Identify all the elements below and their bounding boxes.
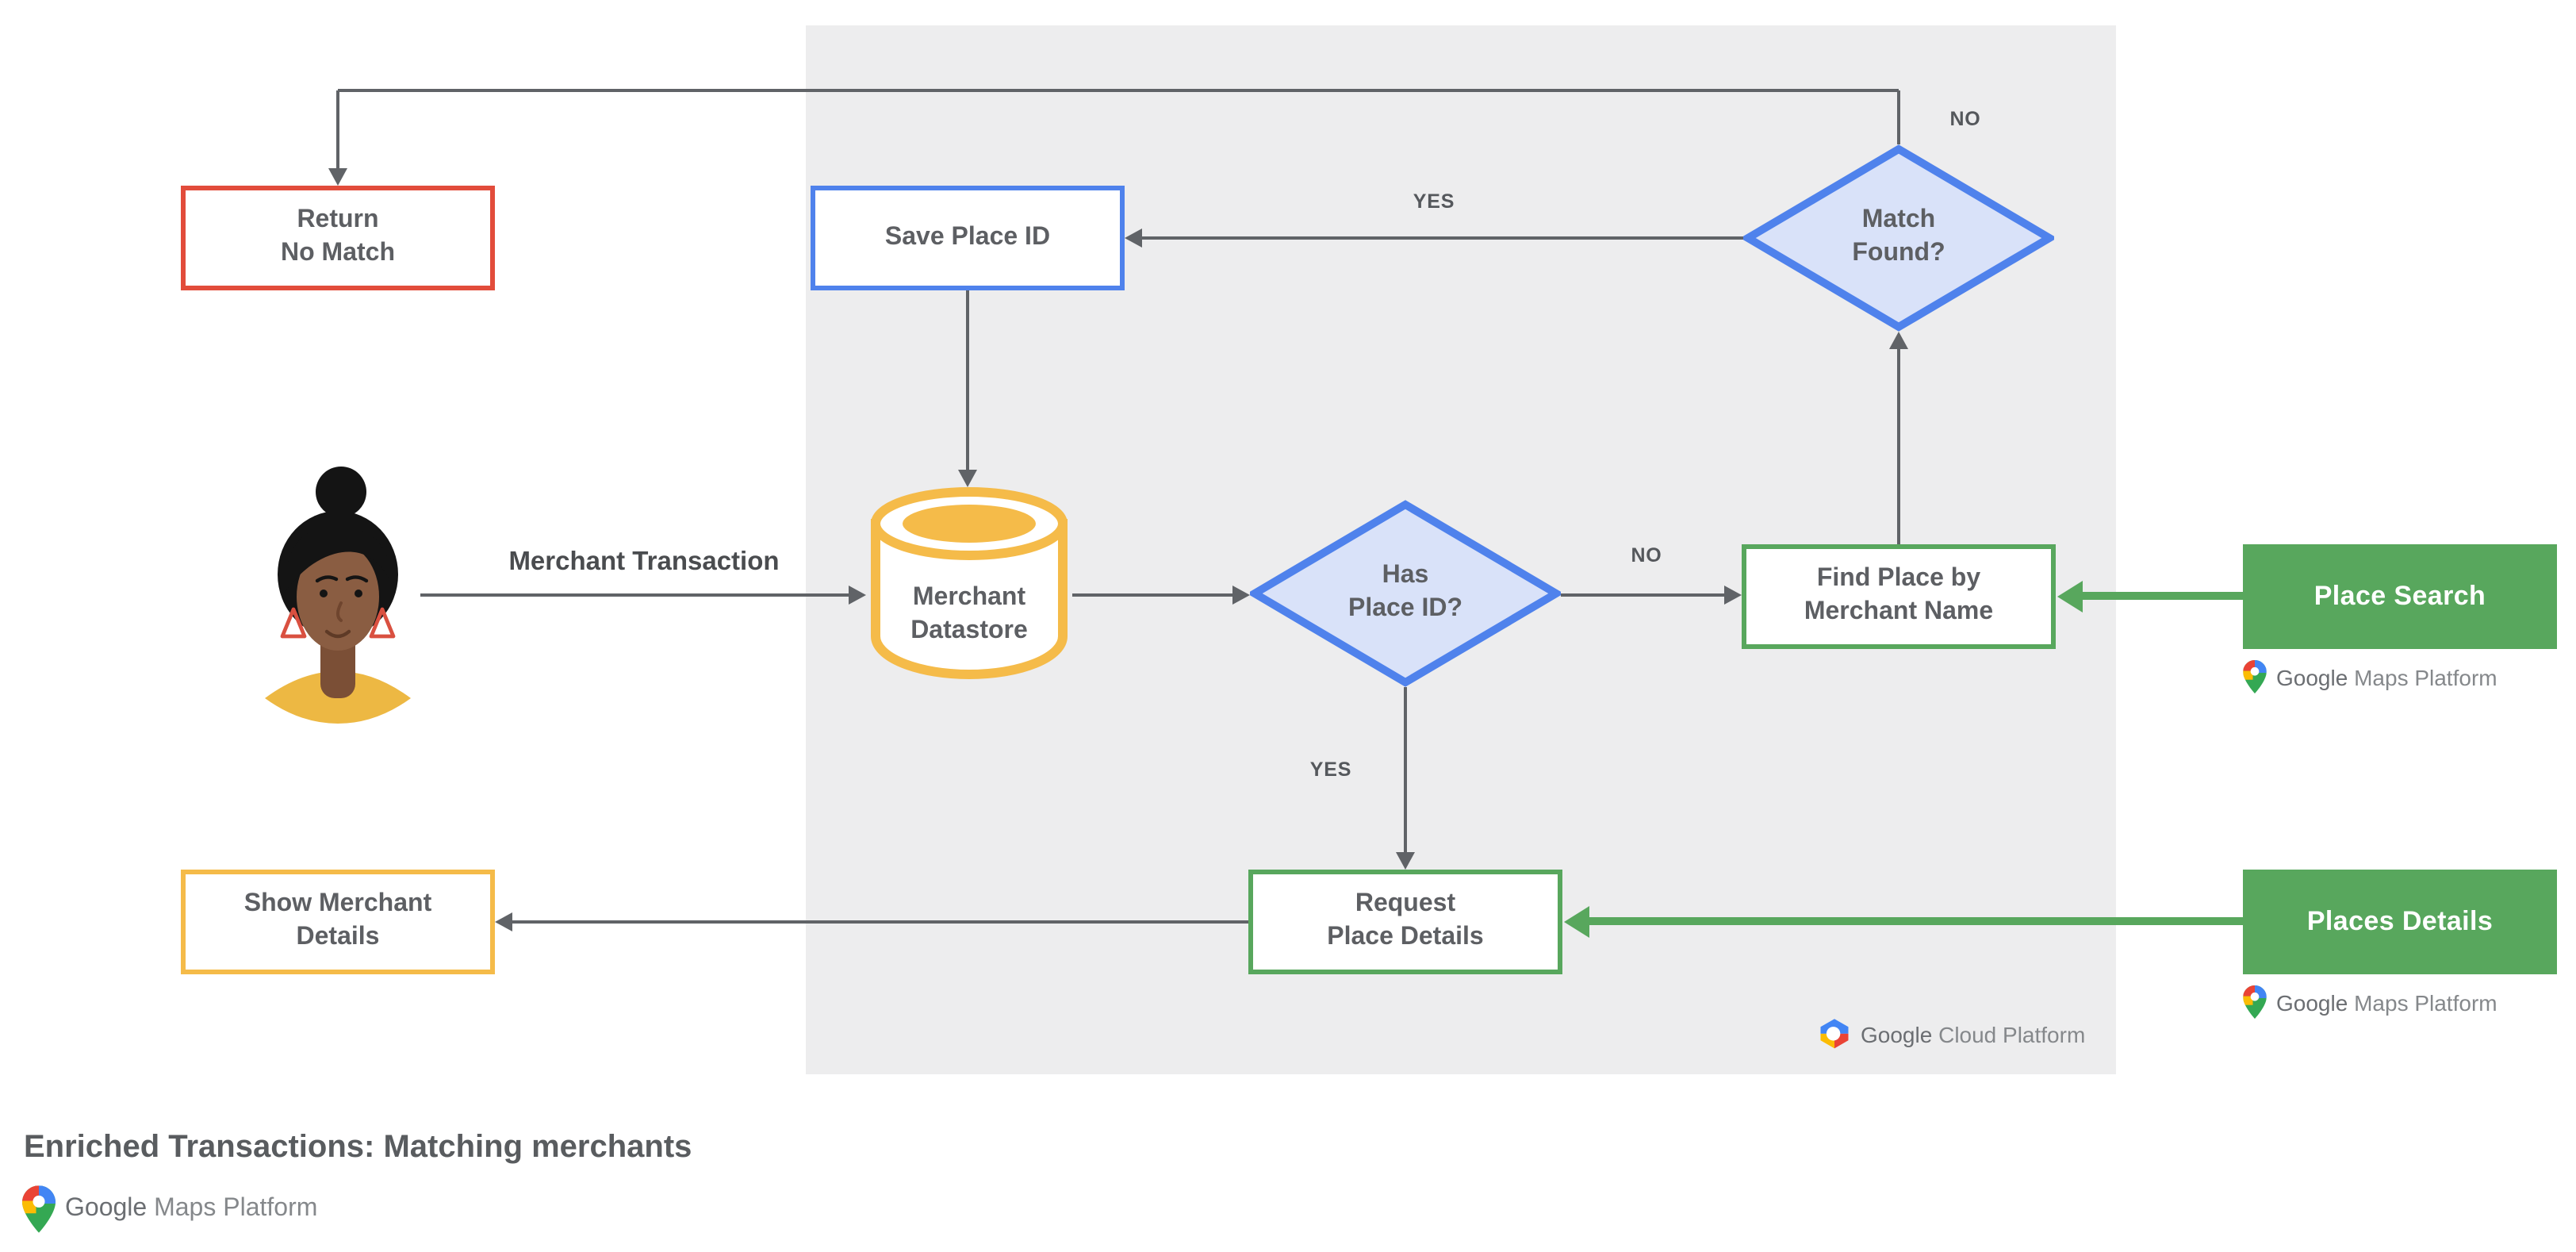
node-has-place-id: Has Place ID? xyxy=(1247,500,1564,687)
edge-placesearch-to-find-arrowhead xyxy=(2057,581,2083,613)
node-request-place-details-label: Request Place Details xyxy=(1327,890,1484,951)
node-find-place-by-merchant-name: Find Place by Merchant Name xyxy=(1742,544,2056,649)
edge-save-to-datastore-arrowhead xyxy=(958,470,977,487)
edge-match-no-vline-right xyxy=(1897,90,1900,144)
avatar-hair-bun xyxy=(316,467,366,517)
node-has-place-id-label: Has Place ID? xyxy=(1347,562,1463,622)
node-save-place-id-label: Save Place ID xyxy=(884,223,1051,251)
node-show-merchant-details-label: Show Merchant Details xyxy=(243,890,432,951)
node-place-search-api: Place Search xyxy=(2243,544,2557,649)
edge-label-has-no: NO xyxy=(1631,544,1662,566)
google-cloud-hexagon-icon xyxy=(1820,1019,1849,1049)
node-merchant-datastore-label: Merchant Datastore xyxy=(910,584,1028,644)
google-cloud-platform-logo: Google Cloud Platform xyxy=(1818,1016,2085,1052)
edge-placesdetails-to-request-arrowhead xyxy=(1564,906,1589,938)
avatar-eye-right xyxy=(355,590,362,597)
edge-match-yes-line xyxy=(1140,236,1746,240)
edge-match-no-hline xyxy=(338,89,1899,92)
edge-has-yes-arrowhead xyxy=(1396,852,1415,870)
edge-has-yes-line xyxy=(1404,687,1407,854)
logo-word-google: Google xyxy=(2276,664,2348,689)
match-found-diamond-shape xyxy=(1740,144,2057,332)
node-request-place-details: Request Place Details xyxy=(1248,870,1562,974)
edge-label-has-yes: YES xyxy=(1309,758,1352,781)
logo-word-maps-platform: Maps Platform xyxy=(2354,989,2497,1015)
avatar-earring-left xyxy=(280,607,307,639)
edge-label-match-yes: YES xyxy=(1413,190,1455,213)
avatar-face xyxy=(297,543,379,651)
edge-match-no-vline-left xyxy=(336,90,339,170)
google-maps-platform-logo: Google Maps Platform xyxy=(22,1185,317,1233)
google-maps-pin-icon xyxy=(2243,985,2267,1019)
edge-request-to-show-arrowhead xyxy=(495,912,512,931)
avatar-eyebrow-right xyxy=(345,575,369,583)
avatar-nose xyxy=(336,601,343,622)
node-find-place-label: Find Place by Merchant Name xyxy=(1804,565,1994,625)
node-places-details-api: Places Details xyxy=(2243,870,2557,974)
avatar-eye-left xyxy=(320,590,328,597)
node-match-found-label: Match Found? xyxy=(1852,206,1945,267)
node-merchant-datastore: Merchant Datastore xyxy=(866,486,1072,686)
merchant-transaction-label: Merchant Transaction xyxy=(508,547,780,576)
has-place-id-diamond-shape xyxy=(1247,500,1564,687)
edge-label-match-no: NO xyxy=(1949,108,1981,130)
avatar-fringe xyxy=(284,527,395,593)
google-maps-platform-wordmark: Google Maps Platform xyxy=(2276,989,2497,1015)
google-maps-platform-logo: Google Maps Platform xyxy=(2243,985,2497,1019)
google-maps-pin-icon xyxy=(2243,660,2267,693)
avatar-earring-right xyxy=(369,607,396,639)
edge-has-no-line xyxy=(1561,593,1726,597)
node-return-no-match-label: Return No Match xyxy=(281,206,395,267)
node-save-place-id: Save Place ID xyxy=(811,186,1125,290)
node-match-found: Match Found? xyxy=(1740,144,2057,332)
edge-match-no-arrowhead xyxy=(328,168,347,186)
edge-placesearch-to-find-line xyxy=(2080,592,2244,600)
google-maps-platform-logo: Google Maps Platform xyxy=(2243,660,2497,693)
node-show-merchant-details: Show Merchant Details xyxy=(181,870,495,974)
edge-actor-to-datastore-arrowhead xyxy=(849,586,866,605)
logo-word-cloud-platform: Cloud Platform xyxy=(1938,1021,2086,1047)
edge-find-to-match-arrowhead xyxy=(1889,332,1908,349)
logo-word-google: Google xyxy=(1861,1021,1933,1047)
edge-find-to-match-line xyxy=(1897,348,1900,544)
node-places-details-label: Places Details xyxy=(2306,905,2494,936)
diagram-title: Enriched Transactions: Matching merchant… xyxy=(24,1130,692,1165)
edge-save-to-datastore-line xyxy=(966,290,969,471)
avatar-mouth xyxy=(324,629,351,639)
logo-word-maps-platform: Maps Platform xyxy=(2354,664,2497,689)
logo-word-maps-platform: Maps Platform xyxy=(154,1195,318,1222)
logo-word-google: Google xyxy=(2276,989,2348,1015)
edge-match-yes-arrowhead xyxy=(1125,229,1142,248)
google-maps-platform-wordmark: Google Maps Platform xyxy=(2276,664,2497,689)
node-return-no-match: Return No Match xyxy=(181,186,495,290)
edge-actor-to-datastore-line xyxy=(420,593,850,597)
google-maps-platform-wordmark: Google Maps Platform xyxy=(65,1195,317,1223)
logo-word-google: Google xyxy=(65,1195,148,1222)
merchant-user-avatar xyxy=(265,467,411,724)
edge-datastore-to-has-line xyxy=(1072,593,1234,597)
avatar-eyebrow-left xyxy=(315,575,339,583)
datastore-cylinder-icon xyxy=(871,487,1068,679)
edge-placesdetails-to-request-line xyxy=(1586,917,2244,925)
node-place-search-label: Place Search xyxy=(2313,580,2486,611)
edge-has-no-arrowhead xyxy=(1724,586,1742,605)
edge-request-to-show-line xyxy=(511,920,1248,924)
edge-datastore-to-has-arrowhead xyxy=(1232,586,1250,605)
google-maps-pin-icon xyxy=(22,1185,56,1233)
google-cloud-platform-wordmark: Google Cloud Platform xyxy=(1861,1021,2085,1047)
